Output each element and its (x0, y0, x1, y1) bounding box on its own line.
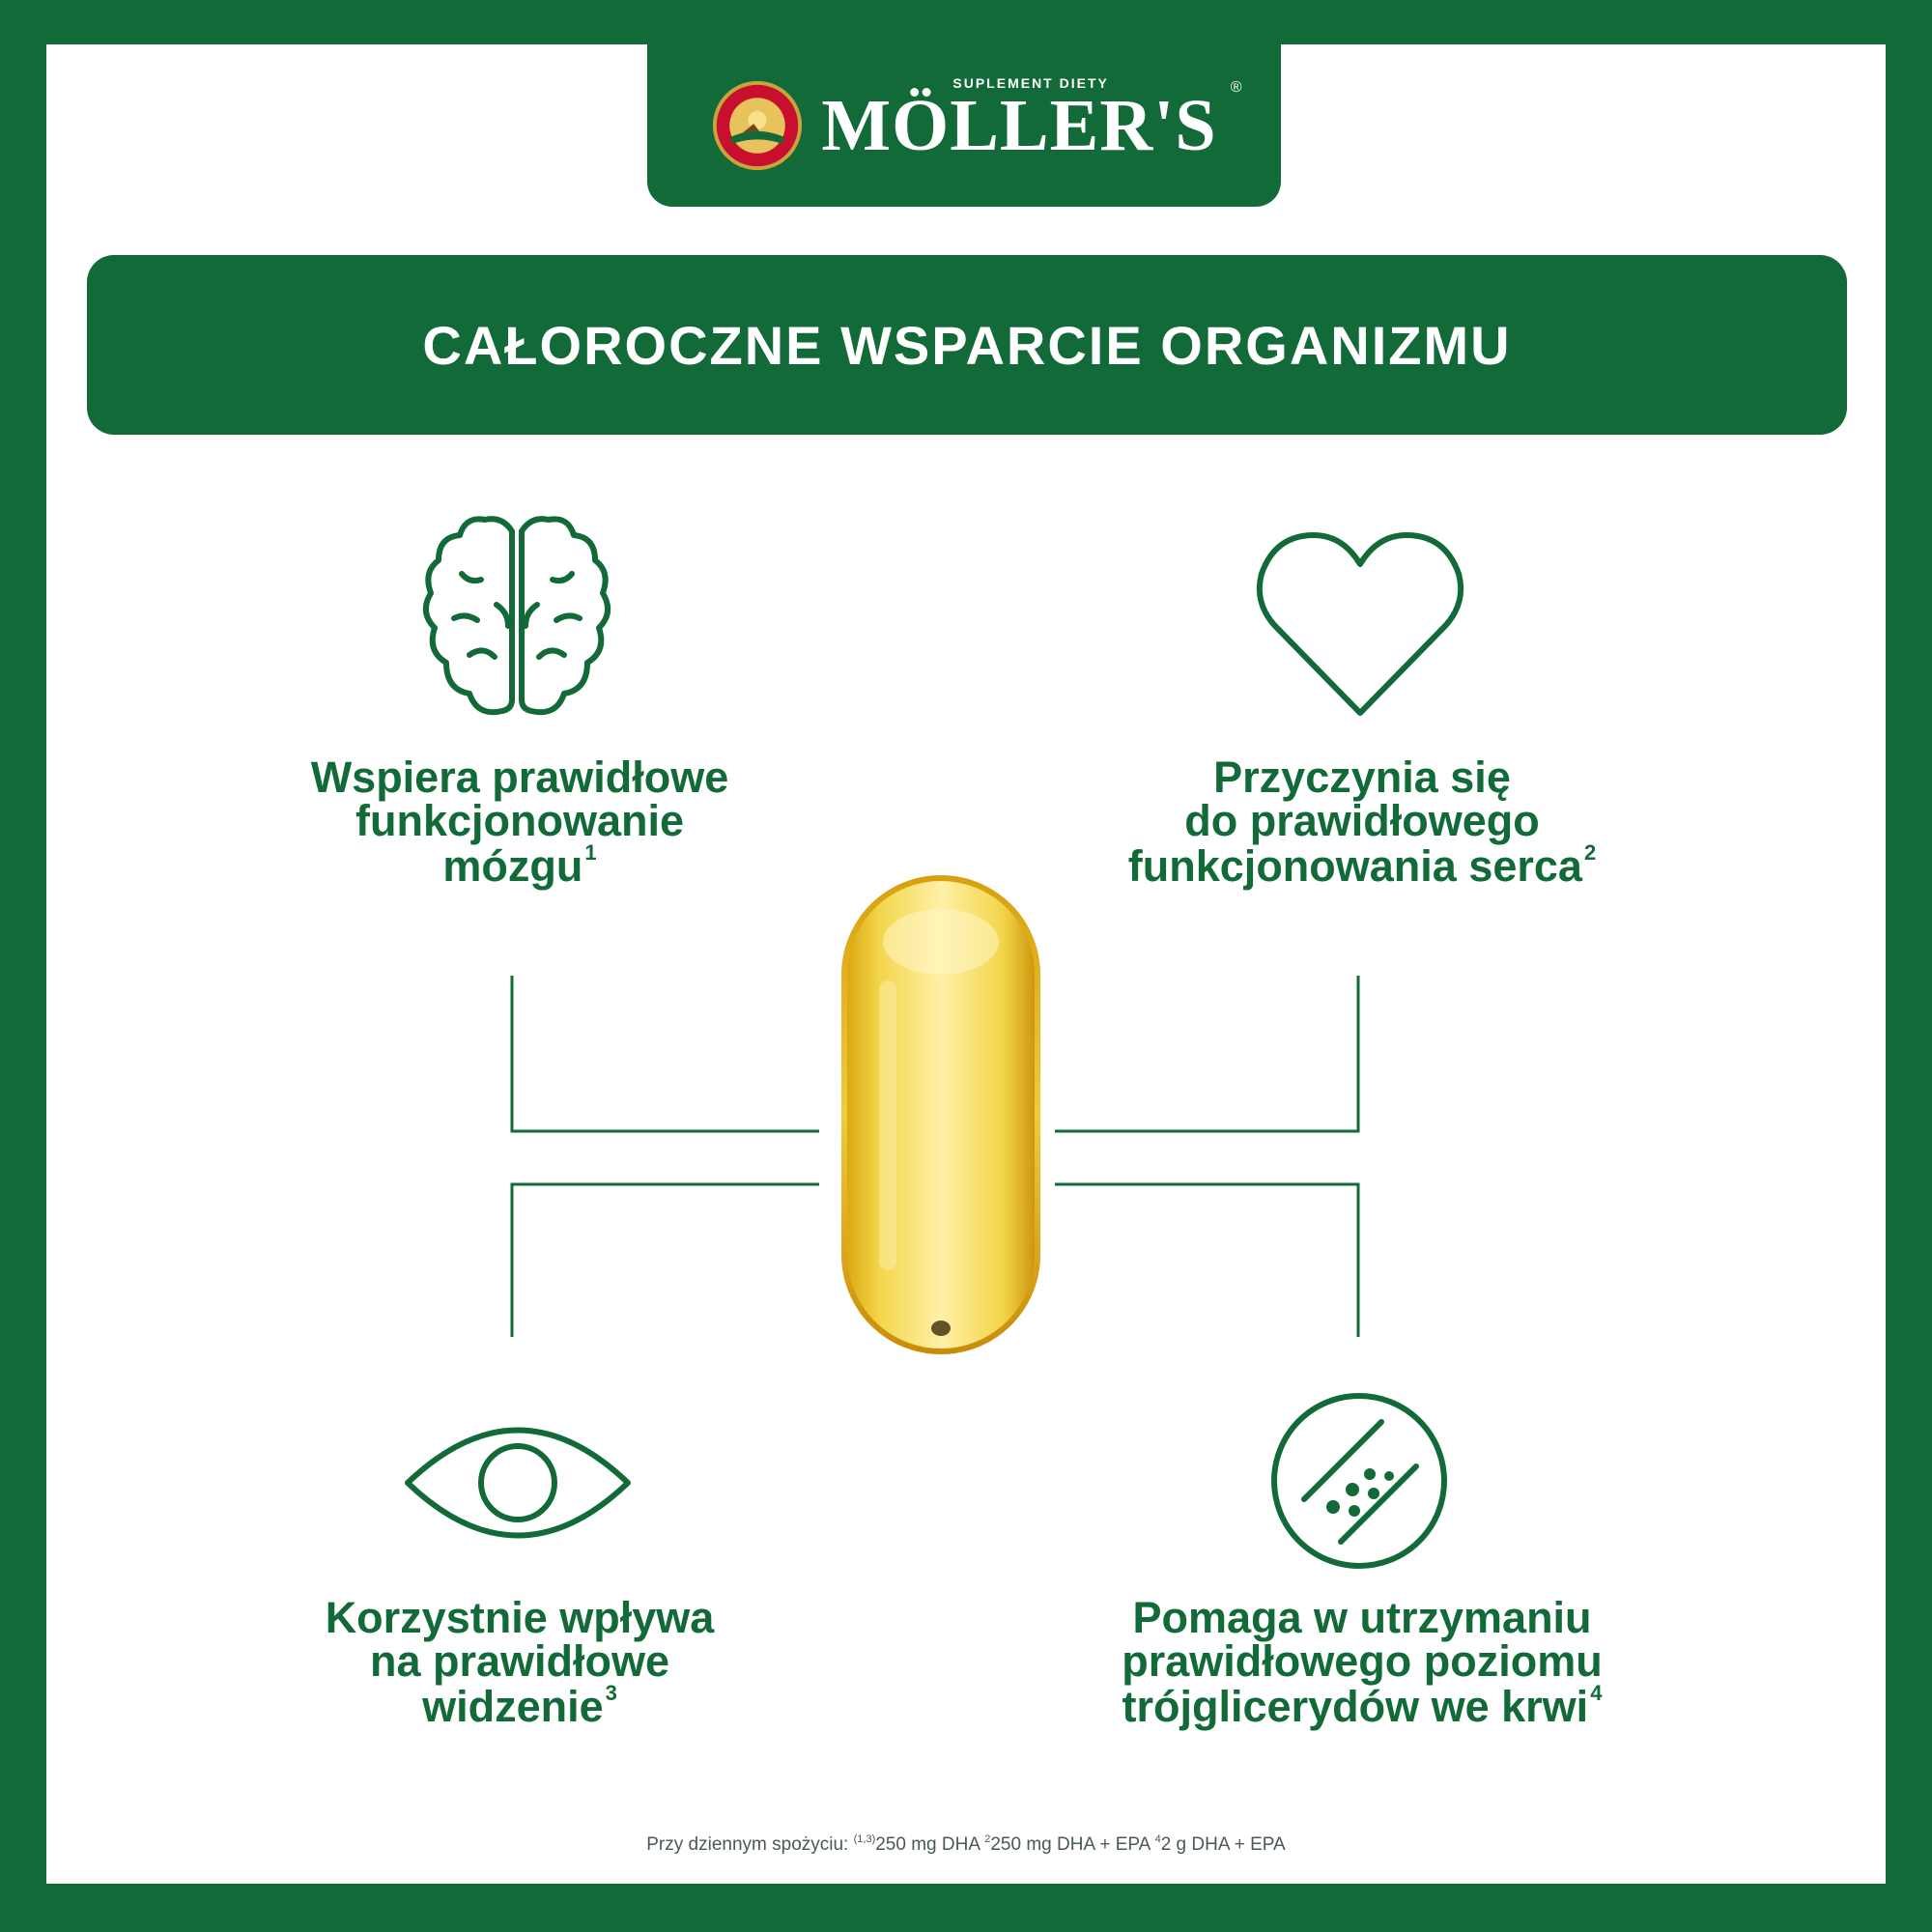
eye-icon (405, 1427, 631, 1539)
footnote-part-3: 2 g DHA + EPA (1160, 1834, 1286, 1855)
feature-heart-line-3: funkcjonowania serca (1127, 841, 1582, 891)
brand-tagline: SUPLEMENT DIETY (952, 75, 1109, 91)
feature-heart-line-1: Przyczynia się (1213, 753, 1511, 802)
blood-cells-icon (1271, 1393, 1447, 1569)
feature-eye-line-1: Korzystnie wpływa (325, 1593, 715, 1642)
registered-mark: ® (1230, 79, 1242, 96)
footnote: Przy dziennym spożyciu: (1,3) 250 mg DHA … (0, 1833, 1932, 1856)
feature-eye-ref: 3 (605, 1681, 617, 1705)
footnote-ref-2: 2 (984, 1833, 991, 1845)
feature-brain-line-2: funkcjonowanie (355, 796, 685, 845)
feature-blood-line-3: trójglicerydów we krwi (1122, 1682, 1589, 1731)
feature-brain: Wspiera prawidłowe funkcjonowanie mózgu1 (211, 755, 829, 888)
heart-icon (1256, 532, 1464, 716)
feature-blood-ref: 4 (1590, 1681, 1603, 1705)
feature-eye-line-3: widzenie (422, 1682, 604, 1731)
feature-blood: Pomaga w utrzymaniu prawidłowego poziomu… (1053, 1596, 1671, 1728)
footnote-prefix: Przy dziennym spożyciu: (646, 1834, 854, 1855)
title-banner: CAŁOROCZNE WSPARCIE ORGANIZMU (87, 255, 1847, 435)
feature-brain-line-1: Wspiera prawidłowe (310, 753, 729, 802)
feature-heart-line-2: do prawidłowego (1184, 796, 1540, 845)
brand-seal-icon (713, 80, 803, 171)
feature-blood-line-1: Pomaga w utrzymaniu (1132, 1593, 1592, 1642)
brain-icon (422, 516, 611, 716)
footnote-part-1: 250 mg DHA (875, 1834, 985, 1855)
feature-brain-line-3: mózgu (442, 841, 583, 891)
brand-wordmark: SUPLEMENT DIETY MÖLLER'S ® (821, 75, 1241, 162)
feature-heart-ref: 2 (1583, 840, 1597, 865)
feature-brain-ref: 1 (584, 840, 597, 865)
footnote-part-2: 250 mg DHA + EPA (990, 1834, 1155, 1855)
feature-heart: Przyczynia się do prawidłowego funkcjono… (1053, 755, 1671, 888)
feature-eye: Korzystnie wpływa na prawidłowe widzenie… (211, 1596, 829, 1728)
footnote-ref-13: (1,3) (853, 1833, 876, 1845)
brand-name: MÖLLER'S (821, 85, 1217, 166)
feature-blood-line-2: prawidłowego poziomu (1122, 1636, 1603, 1686)
brand-header: SUPLEMENT DIETY MÖLLER'S ® (647, 44, 1281, 207)
page-title: CAŁOROCZNE WSPARCIE ORGANIZMU (422, 314, 1512, 376)
feature-eye-line-2: na prawidłowe (369, 1636, 670, 1686)
footnote-ref-4: 4 (1154, 1833, 1161, 1845)
omega-capsule-image (841, 875, 1040, 1354)
